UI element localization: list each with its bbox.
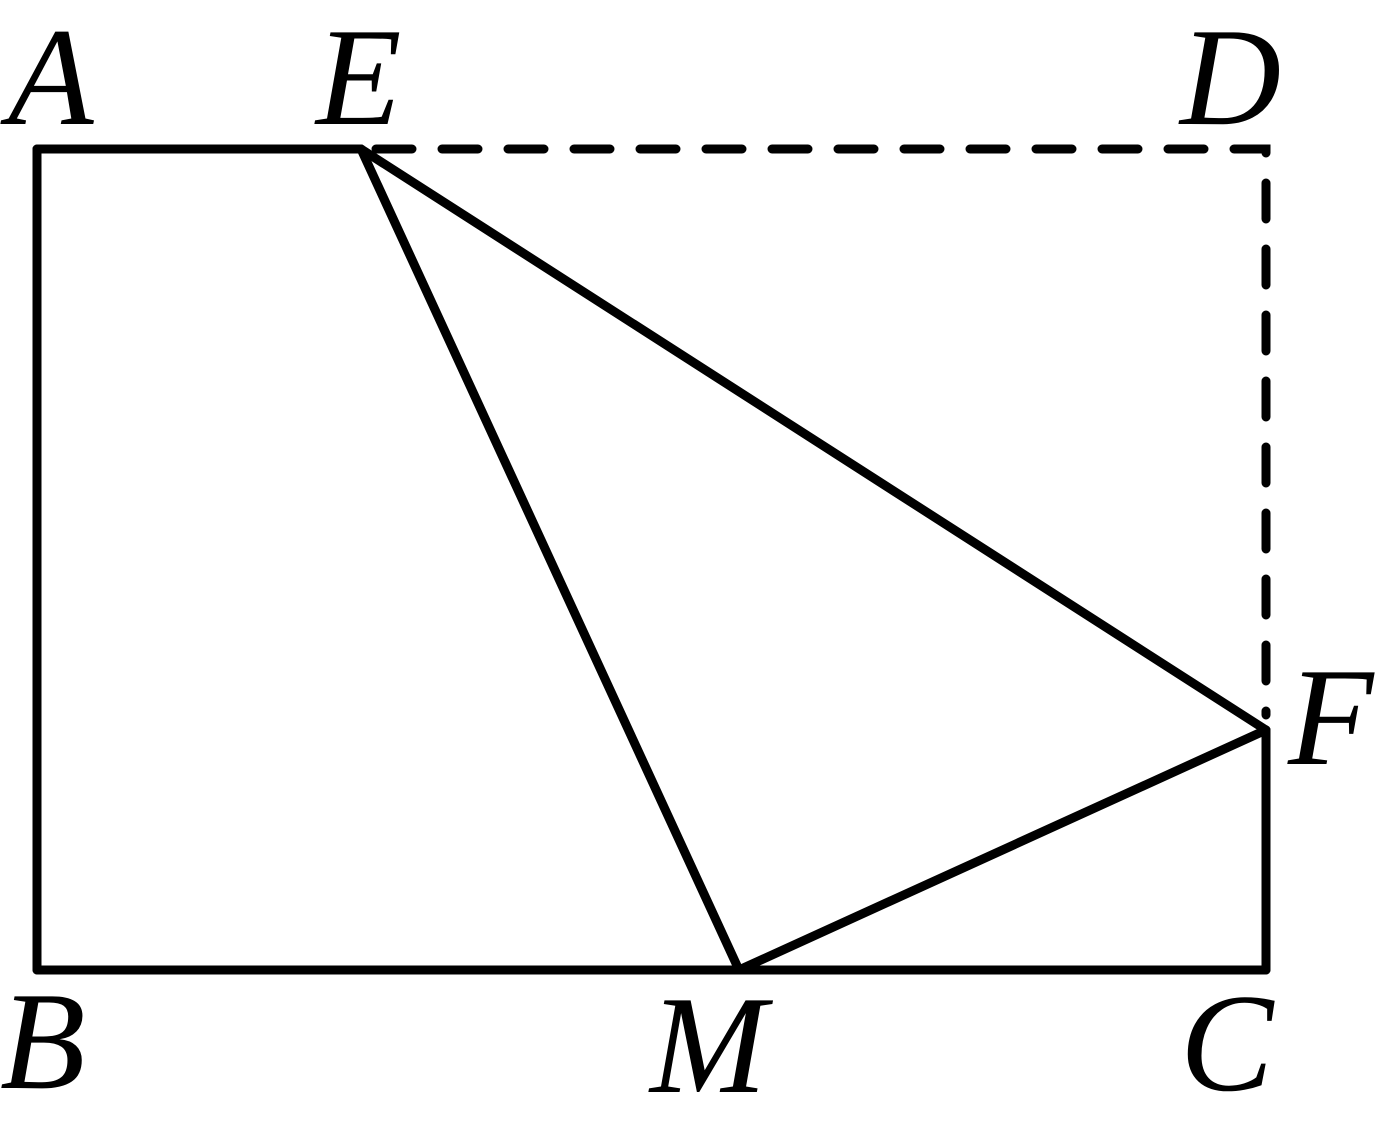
label-D: D (1178, 0, 1281, 155)
segment-MF (734, 725, 1271, 975)
label-B: B (0, 964, 86, 1119)
dashed-segment-ED-DF (371, 144, 1271, 720)
segment-EF (356, 144, 1271, 735)
label-E: E (314, 0, 402, 155)
label-A: A (0, 0, 94, 155)
label-M: M (648, 968, 774, 1123)
label-C: C (1180, 966, 1275, 1121)
label-F: F (1287, 640, 1375, 795)
segment-EM (356, 144, 744, 975)
